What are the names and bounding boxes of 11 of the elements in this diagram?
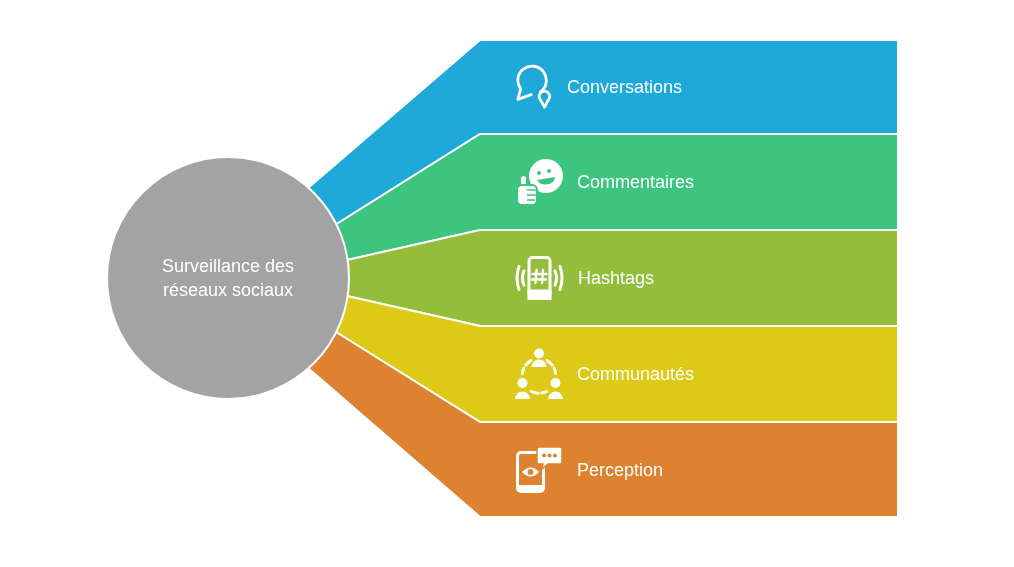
- tapered-band: [308, 332, 898, 517]
- band-label: Communautés: [577, 363, 695, 385]
- band-label: Commentaires: [577, 171, 695, 193]
- band-label: Hashtags: [578, 267, 655, 289]
- tapered-band: [335, 134, 898, 260]
- tapered-band: [308, 40, 898, 225]
- band-label: Perception: [577, 458, 664, 481]
- band-label: Conversations: [567, 76, 683, 98]
- tapered-band: [347, 230, 898, 326]
- tapered-band: [336, 296, 898, 422]
- hub-label: Surveillance des réseaux sociaux: [160, 255, 296, 302]
